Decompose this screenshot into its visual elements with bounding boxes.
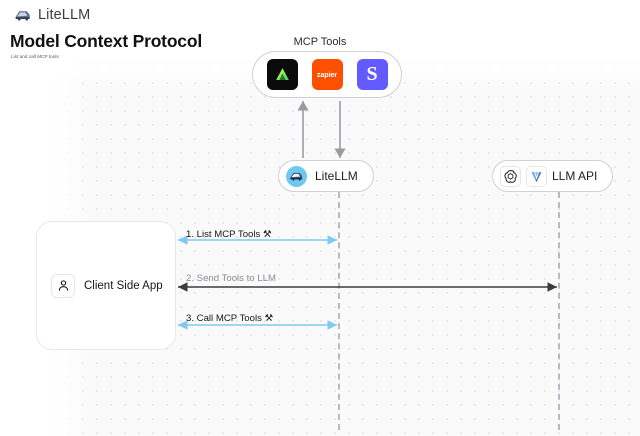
zapier-wordmark: zapier <box>316 70 338 79</box>
brand-name: LiteLLM <box>38 7 91 23</box>
openai-glyph <box>504 169 517 183</box>
zapier-tool-icon[interactable]: zapier <box>311 59 343 90</box>
triangle-tool-icon[interactable] <box>266 59 298 90</box>
node-litellm[interactable]: LiteLLM <box>278 160 374 192</box>
tools-icon: ⚒ <box>264 313 274 324</box>
step-2-text: 2. Send Tools to LLM <box>186 273 276 284</box>
node-client-side-app-label: Client Side App <box>84 279 163 292</box>
page-subtitle: List and call MCP tools <box>11 54 59 59</box>
node-client-side-app[interactable]: Client Side App <box>36 221 176 350</box>
lifeline-litellm <box>338 192 340 430</box>
stripe-tool-icon[interactable]: S <box>356 59 388 90</box>
litellm-avatar-icon <box>286 165 307 187</box>
step-2-label: 2. Send Tools to LLM <box>186 273 276 284</box>
mcp-tools-group[interactable]: zapier S <box>252 51 402 98</box>
step-3-text: 3. Call MCP Tools <box>186 313 262 324</box>
vertex-ai-glyph <box>531 171 542 182</box>
user-icon <box>51 273 75 298</box>
node-llm-api-label: LLM API <box>552 169 598 183</box>
step-1-text: 1. List MCP Tools <box>186 229 261 240</box>
step-1-label: 1. List MCP Tools ⚒ <box>186 229 272 240</box>
green-triangle-glyph <box>275 68 289 81</box>
step-3-label: 3. Call MCP Tools ⚒ <box>186 313 273 324</box>
litellm-truck-glyph <box>290 172 303 181</box>
page-title: Model Context Protocol <box>10 31 202 51</box>
vertex-ai-icon <box>526 165 547 187</box>
stripe-letter: S <box>366 62 378 85</box>
openai-icon <box>500 165 521 187</box>
node-llm-api[interactable]: LLM API <box>492 160 614 192</box>
lifeline-llm-api <box>558 192 560 430</box>
tools-icon: ⚒ <box>262 229 272 240</box>
user-glyph <box>58 280 68 291</box>
litellm-logo-icon <box>15 11 30 21</box>
node-litellm-label: LiteLLM <box>315 169 358 183</box>
brand-bar: LiteLLM <box>0 0 640 30</box>
